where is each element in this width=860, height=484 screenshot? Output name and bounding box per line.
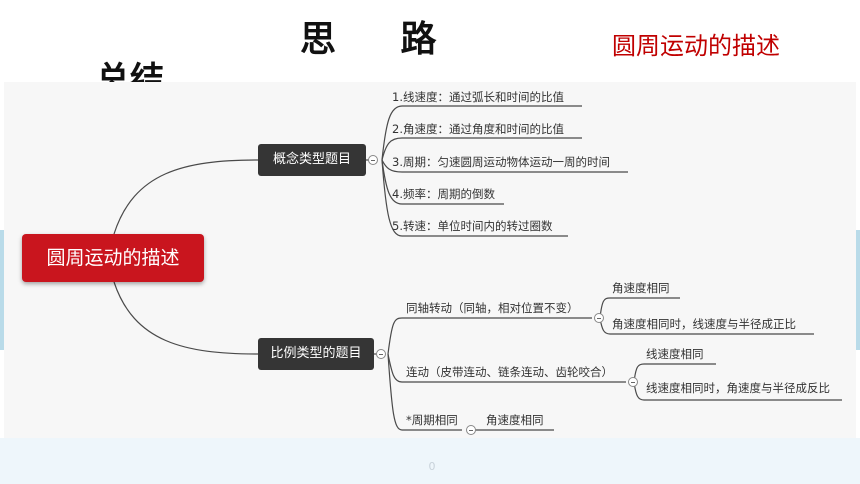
concept-item-1[interactable]: 1.线速度：通过弧长和时间的比值 <box>392 90 564 104</box>
concept-item-2[interactable]: 2.角速度：通过角度和时间的比值 <box>392 122 564 136</box>
collapse-period-icon[interactable] <box>466 425 476 435</box>
collapse-ratio-icon[interactable] <box>376 349 386 359</box>
mindmap-branch-ratio[interactable]: 比例类型的题目 <box>258 338 374 370</box>
connector-concept-3 <box>381 159 628 173</box>
period-child-1[interactable]: 角速度相同 <box>486 413 544 427</box>
mindmap-root-node[interactable]: 圆周运动的描述 <box>22 234 204 282</box>
linked-child-2[interactable]: 线速度相同时，角速度与半径成反比 <box>646 381 830 395</box>
collapse-linked-icon[interactable] <box>628 377 638 387</box>
concept-item-4[interactable]: 4.频率：周期的倒数 <box>392 187 495 201</box>
coaxial-child-1[interactable]: 角速度相同 <box>612 281 670 295</box>
mindmap-branch-concept[interactable]: 概念类型题目 <box>258 144 366 176</box>
ratio-period-node[interactable]: *周期相同 <box>406 413 458 427</box>
page-number: 0 <box>428 460 436 473</box>
connector-coaxial-1 <box>599 297 680 319</box>
connector-concept-2 <box>381 137 582 161</box>
concept-item-5[interactable]: 5.转速：单位时间内的转过圈数 <box>392 219 553 233</box>
connector-ratio-period <box>387 353 462 431</box>
connector-concept-5 <box>381 159 568 237</box>
connector-ratio-linked <box>387 353 626 383</box>
ratio-coaxial-node[interactable]: 同轴转动（同轴，相对位置不变） <box>406 301 579 315</box>
connector-ratio-coaxial <box>387 317 592 355</box>
slide-subtitle: 圆周运动的描述 <box>612 32 780 60</box>
connector-concept-1 <box>381 105 582 161</box>
connector-root-concept <box>113 159 259 235</box>
right-accent-strip <box>854 230 860 350</box>
left-accent-strip <box>0 230 6 350</box>
connector-root-ratio <box>113 281 259 355</box>
collapse-concept-icon[interactable] <box>368 155 378 165</box>
ratio-linked-node[interactable]: 连动（皮带连动、链条连动、齿轮咬合） <box>406 365 613 379</box>
linked-child-1[interactable]: 线速度相同 <box>646 347 704 361</box>
collapse-coaxial-icon[interactable] <box>594 313 604 323</box>
mindmap-canvas: 圆周运动的描述 概念类型题目 1.线速度：通过弧长和时间的比值 2.角速度：通过… <box>4 82 856 438</box>
coaxial-child-2[interactable]: 角速度相同时，线速度与半径成正比 <box>612 317 796 331</box>
slide-bottom-band <box>0 438 860 484</box>
slide-title: 思 路 <box>300 18 463 60</box>
concept-item-3[interactable]: 3.周期：匀速圆周运动物体运动一周的时间 <box>392 155 610 169</box>
